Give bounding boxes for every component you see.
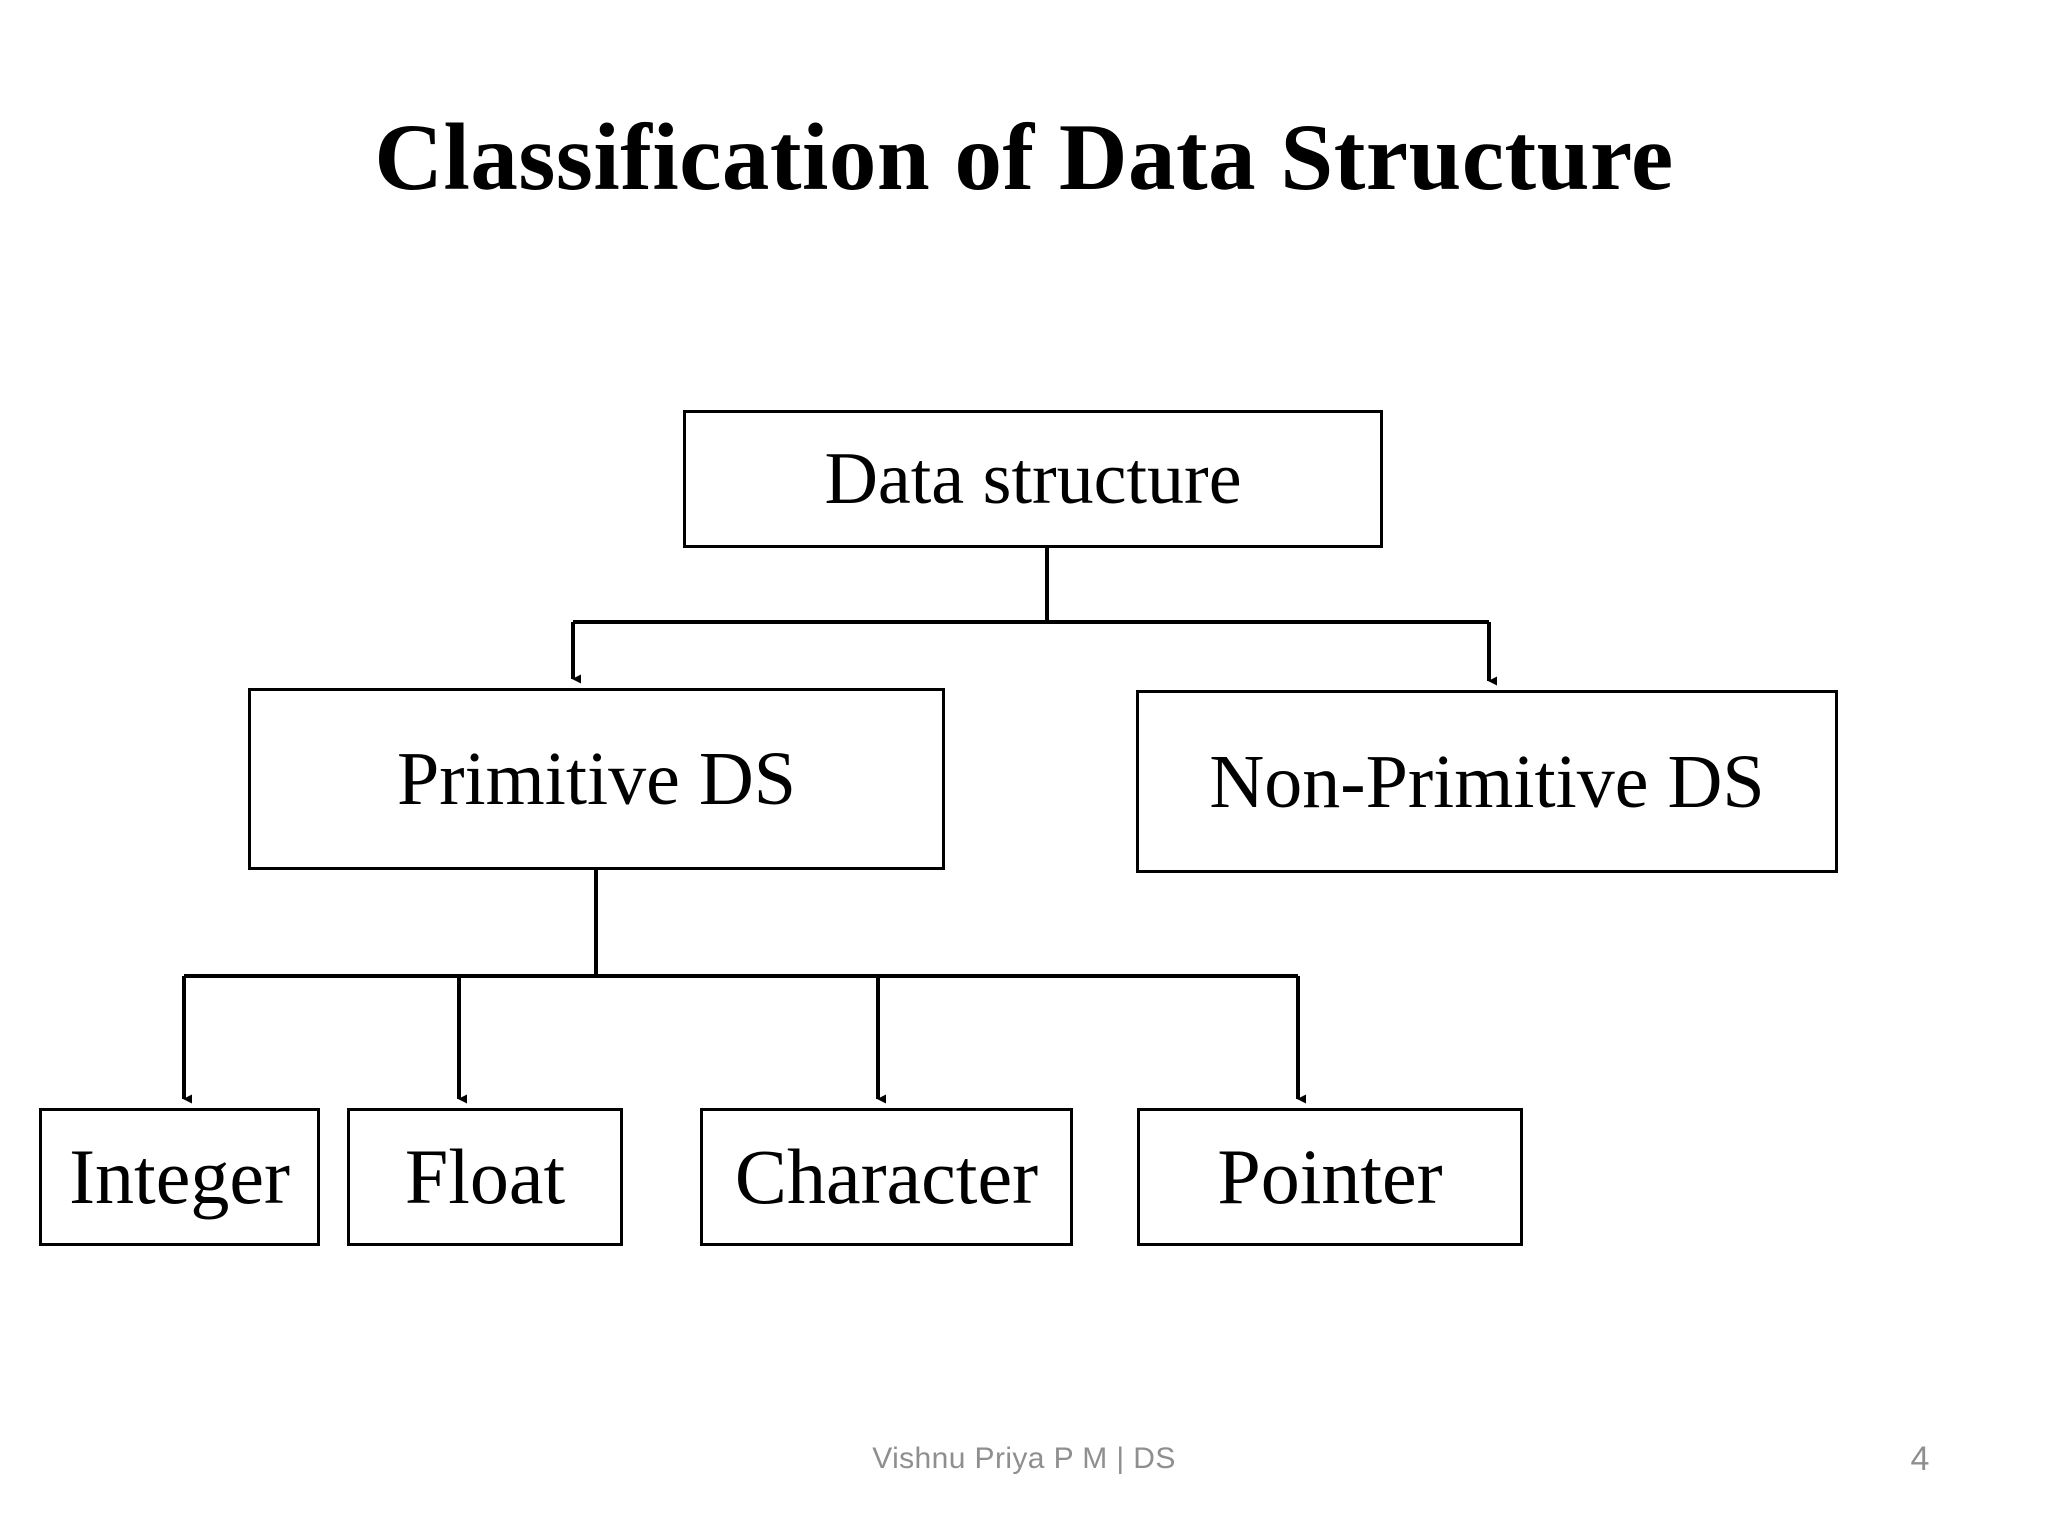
node-primitive-ds-label: Primitive DS [396, 737, 797, 821]
node-integer[interactable]: Integer [39, 1108, 320, 1246]
node-float[interactable]: Float [347, 1108, 623, 1246]
node-float-label: Float [404, 1133, 566, 1220]
page-title: Classification of Data Structure [374, 104, 1674, 210]
node-data-structure[interactable]: Data structure [683, 410, 1383, 548]
node-integer-label: Integer [69, 1133, 290, 1220]
node-primitive-ds[interactable]: Primitive DS [248, 688, 945, 870]
footer-attribution: Vishnu Priya P M | DS [872, 1442, 1176, 1475]
node-pointer[interactable]: Pointer [1137, 1108, 1523, 1246]
node-non-primitive-ds-label: Non-Primitive DS [1209, 739, 1765, 824]
node-non-primitive-ds[interactable]: Non-Primitive DS [1136, 690, 1838, 873]
node-data-structure-label: Data structure [824, 438, 1242, 520]
node-pointer-label: Pointer [1217, 1133, 1443, 1220]
node-character[interactable]: Character [700, 1108, 1073, 1246]
slide-page-number: 4 [1910, 1440, 1930, 1478]
node-character-label: Character [734, 1133, 1039, 1220]
